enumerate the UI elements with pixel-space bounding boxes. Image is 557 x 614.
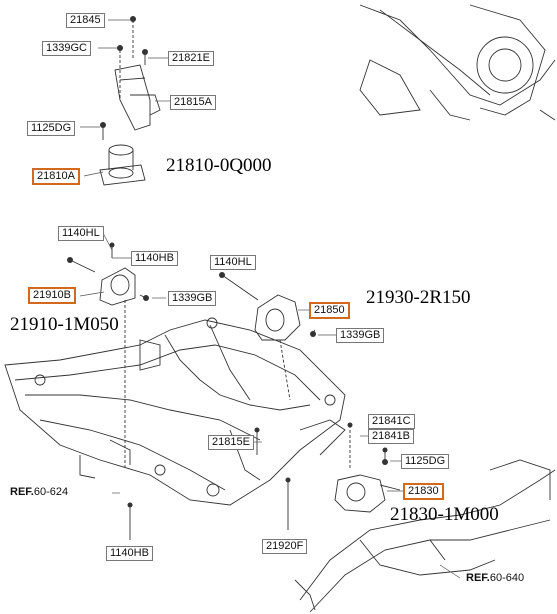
- mount-assembly-21810: [99, 20, 161, 186]
- callout-21815e: 21815E: [208, 435, 254, 450]
- callout-1140hl-mid: 1140HL: [210, 255, 256, 270]
- callout-21810a: 21810A: [32, 168, 80, 185]
- callout-1140hb-top: 1140HB: [131, 251, 178, 266]
- callout-21830: 21830: [403, 483, 444, 500]
- part-number-bottom: 21830-1M000: [390, 504, 499, 525]
- ref-right-prefix: REF.: [466, 572, 490, 584]
- side-rail: [294, 459, 556, 613]
- callout-1140hl-left: 1140HL: [58, 226, 104, 241]
- ref-right: REF.60-640: [466, 572, 524, 584]
- callout-1339gb-right: 1339GB: [336, 328, 385, 343]
- callout-21845: 21845: [66, 13, 105, 28]
- part-number-top: 21810-0Q000: [166, 155, 272, 176]
- callout-21841c: 21841C: [368, 414, 415, 429]
- mount-assembly-21830: [334, 474, 401, 513]
- bolt-heads: [67, 16, 388, 508]
- ref-left-prefix: REF.: [10, 486, 34, 498]
- ref-right-number: 60-640: [489, 572, 525, 584]
- callout-1140hb-bot: 1140HB: [106, 546, 153, 561]
- part-number-mid-right: 21930-2R150: [366, 287, 471, 308]
- callout-21850: 21850: [309, 302, 350, 319]
- part-number-mid-left: 21910-1M050: [10, 314, 119, 335]
- ref-left-number: 60-624: [33, 486, 69, 498]
- callout-1339gc: 1339GC: [42, 41, 91, 56]
- mount-assembly-21910: [69, 245, 147, 470]
- engine-block-outline: [359, 4, 556, 121]
- callout-1339gb-left: 1339GB: [168, 291, 217, 306]
- ref-left: REF.60-624: [10, 486, 68, 498]
- callout-1125dg-top: 1125DG: [27, 121, 76, 136]
- callout-21841b: 21841B: [368, 429, 414, 444]
- callout-21910b: 21910B: [28, 287, 76, 304]
- callout-21821e: 21821E: [168, 51, 214, 66]
- subframe: [4, 317, 346, 506]
- callout-21920f: 21920F: [262, 539, 308, 554]
- callout-21815a: 21815A: [170, 95, 216, 110]
- callout-1125dg-bot: 1125DG: [401, 454, 450, 469]
